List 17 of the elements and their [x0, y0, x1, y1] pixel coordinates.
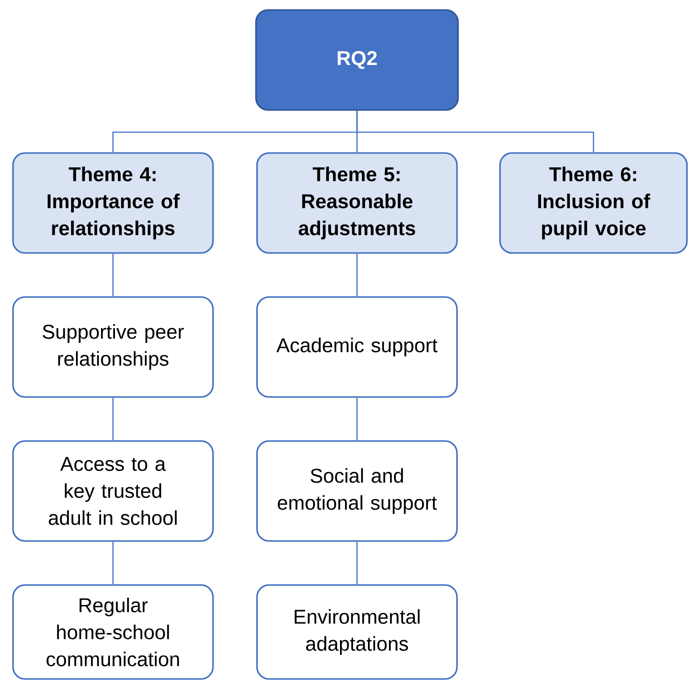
- subtheme-box: Environmental adaptations: [256, 584, 458, 680]
- theme-box: Theme 5: Reasonable adjustments: [256, 152, 458, 254]
- connector-line: [356, 398, 358, 440]
- connector-line: [356, 254, 358, 296]
- connector-line: [112, 254, 114, 296]
- connector-line: [112, 542, 114, 584]
- question-box: RQ2: [255, 9, 459, 111]
- subtheme-box: Academic support: [256, 296, 458, 398]
- subtheme-box: Access to a key trusted adult in school: [12, 440, 214, 542]
- subtheme-box: Supportive peer relationships: [12, 296, 214, 398]
- connector-line: [356, 542, 358, 584]
- subtheme-box: Social and emotional support: [256, 440, 458, 542]
- connector-line: [112, 398, 114, 440]
- connector-line: [356, 110, 594, 152]
- subtheme-box: Regular home-school communication: [12, 584, 214, 680]
- theme-box: Theme 4: Importance of relationships: [12, 152, 214, 254]
- theme-box: Theme 6: Inclusion of pupil voice: [499, 152, 688, 254]
